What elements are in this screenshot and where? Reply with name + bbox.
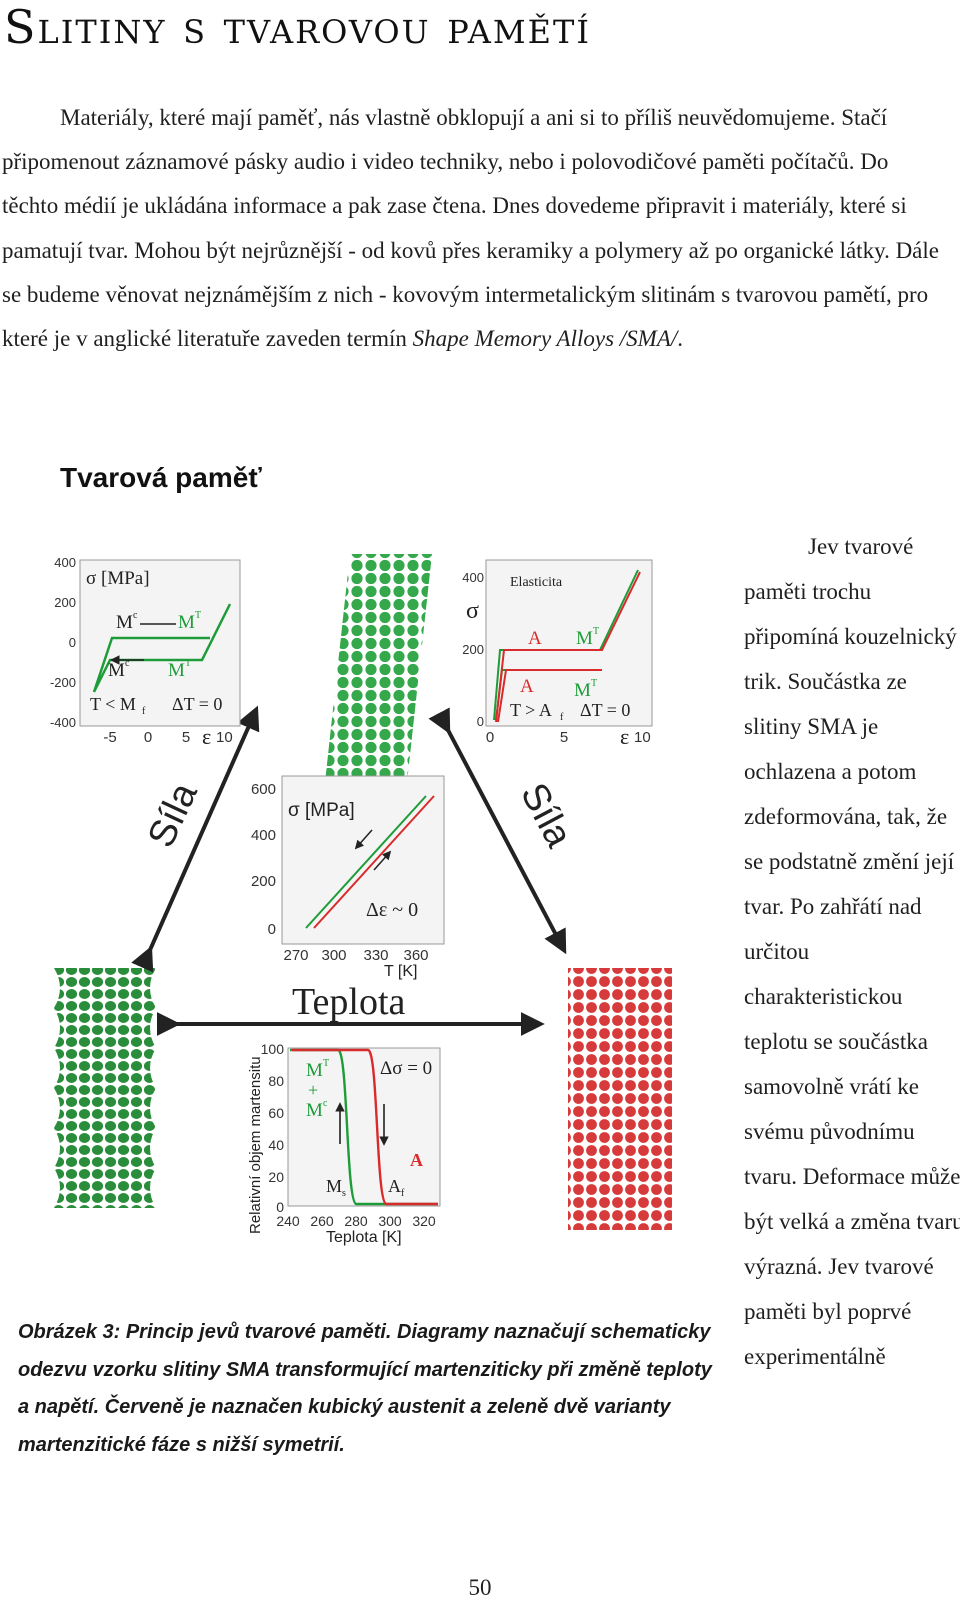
tl-xlabel-tick: 10 [216,729,233,746]
tl-mt-top: M [178,612,195,633]
tr-mt-bottom-sup: T [591,678,597,689]
b-ytick-4: 20 [268,1169,284,1185]
figure-heading: Tvarová paměť [60,462,262,493]
tl-mc-top: M [116,612,133,633]
c-ylabel: σ [MPa] [288,800,355,821]
martensite-lattice-left [54,968,156,1208]
tl-xlabel: ε [202,724,211,749]
b-ms: M [326,1176,342,1196]
tl-xtick-0: -5 [103,729,116,746]
tr-cond-left-sub: f [560,712,564,723]
b-xlabel: Teplota [K] [326,1229,402,1246]
b-ytick-1: 80 [268,1073,284,1089]
b-af: A [388,1176,401,1196]
tl-mt-bottom-sup: T [185,658,191,669]
c-ytick-2: 200 [251,873,276,890]
b-plus: + [308,1080,318,1100]
tr-cond-left: T > A [510,700,552,720]
page-number: 50 [468,1575,492,1600]
tl-xtick-1: 0 [144,729,152,746]
tr-a-top: A [528,628,542,649]
tl-ylabel: σ [MPa] [86,568,150,589]
b-af-sub: f [401,1188,405,1199]
martensite-lattice-top [320,554,432,828]
tl-ytick-1: 200 [54,595,76,610]
c-xtick-3: 360 [403,947,428,964]
tr-xlabel: ε [620,724,629,749]
page-title: Slitiny s tvarovou pamětí [4,0,592,54]
tr-ytick-0: 400 [462,570,484,585]
side-text: Jev tvarové paměti trochu připomíná kouz… [744,534,960,1369]
tr-mt-top-sup: T [593,626,599,637]
tr-ytick-1: 200 [462,642,484,657]
tl-ytick-3: -200 [50,675,76,690]
b-xtick-2: 280 [344,1213,368,1229]
tl-ytick-0: 400 [54,555,76,570]
b-ytick-0: 100 [261,1041,285,1057]
intro-term: Shape Memory Alloys /SMA/ [412,326,678,352]
tl-cond-left-sub: f [142,706,146,717]
b-xtick-0: 240 [276,1213,300,1229]
figure-diagram: Síla Síla Teplota σ [MPa] 400 200 0 -200… [50,554,672,1246]
b-ms-sub: s [342,1188,346,1199]
tr-xtick-0: 0 [486,729,494,746]
tl-cond-right: ΔT = 0 [172,694,222,714]
b-xtick-3: 300 [378,1213,402,1229]
plot-stress-strain-austenite: σ Elasticita 400 200 0 0 5 ε 10 A M T A … [462,559,653,749]
figure-caption: Obrázek 3: Princip jevů tvarové paměti. … [18,1321,712,1456]
c-ytick-1: 400 [251,827,276,844]
tl-mc-bottom-sup: c [125,658,130,669]
tr-ytick-2: 0 [477,714,484,729]
tl-cond-left: T < M [90,694,136,714]
c-xtick-1: 300 [321,947,346,964]
c-xtick-0: 270 [283,947,308,964]
tl-mt-bottom: M [168,660,185,681]
tl-mc-bottom: M [108,660,125,681]
tr-mt-top: M [576,628,593,649]
plot-martensite-volume: Relativní objem martensitu 100 80 60 40 … [247,1041,441,1246]
tl-xtick-2: 5 [182,729,190,746]
tr-xlabel-tick: 10 [634,729,651,746]
b-xtick-1: 260 [310,1213,334,1229]
c-xtick-2: 330 [363,947,388,964]
c-xlabel: T [K] [384,963,418,980]
arrow-sila-right [428,707,567,955]
intro-paragraph: Materiály, které mají paměť, nás vlastně… [2,96,942,361]
plot-stress-temperature: σ [MPa] 600 400 200 0 270 300 330 360 T … [251,775,445,980]
tl-ytick-4: -400 [50,715,76,730]
tl-mc-top-sup: c [133,610,138,621]
b-mt: M [306,1060,323,1081]
b-ytick-3: 40 [268,1137,284,1153]
tl-ytick-2: 0 [69,635,76,650]
b-ytick-5: 0 [276,1199,284,1215]
c-ytick-3: 0 [268,921,276,938]
b-mc: M [306,1100,323,1121]
b-xtick-4: 320 [412,1213,436,1229]
plot-stress-strain-martensite: σ [MPa] 400 200 0 -200 -400 -5 0 5 ε 10 … [50,555,241,749]
intro-end: . [677,326,684,352]
tr-a-bottom: A [520,676,534,697]
c-ytick-0: 600 [251,781,276,798]
tr-xtick-1: 5 [560,729,568,746]
arrow-sila-left [131,705,260,973]
label-teplota: Teplota [292,981,406,1023]
c-annotation: Δε ~ 0 [366,899,418,921]
tl-mt-top-sup: T [195,610,201,621]
b-ylabel: Relativní objem martensitu [247,1056,264,1234]
tr-mt-bottom: M [574,680,591,701]
b-a: A [410,1150,423,1170]
tr-cond-right: ΔT = 0 [580,700,630,720]
side-paragraph: Jev tvarové paměti trochu připomíná kouz… [744,524,960,1379]
tr-inner-label: Elasticita [510,575,563,590]
intro-text: Materiály, které mají paměť, nás vlastně… [2,105,939,352]
label-sila-right: Síla [512,777,580,855]
tr-ylabel: σ [466,598,479,624]
austenite-lattice-right [568,968,672,1230]
b-mt-sup: T [323,1058,329,1069]
b-mc-sup: c [323,1098,328,1109]
b-ytick-2: 60 [268,1105,284,1121]
b-annotation: Δσ = 0 [380,1058,432,1079]
